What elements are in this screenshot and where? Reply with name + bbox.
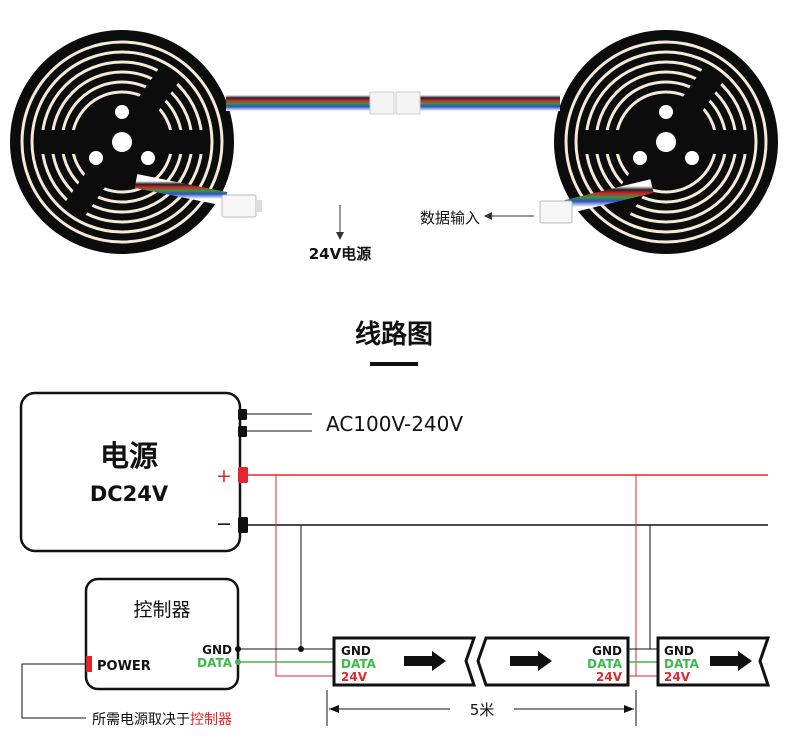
arrow-right-icon <box>510 651 552 671</box>
arrow-right-icon <box>710 651 752 671</box>
controller-power-label: POWER <box>97 659 151 674</box>
strip3-v24-label: 24V <box>664 670 691 684</box>
wires <box>21 413 768 719</box>
negative-terminal <box>238 517 248 533</box>
ac-terminal-2 <box>238 426 247 437</box>
positive-terminal <box>238 467 248 483</box>
power-pointer-arrow <box>336 232 344 240</box>
strip1-v24-label: 24V <box>341 670 368 684</box>
power-note-prefix: 所需电源取决于 <box>92 712 190 728</box>
data-input-label: 数据输入 <box>420 209 480 227</box>
data-input-pointer-arrow <box>484 212 492 220</box>
gnd-drop-wire-2 <box>649 525 660 650</box>
v24-drop-wire <box>275 475 336 677</box>
section-title: 线路图 <box>355 319 433 350</box>
controller-gnd-label: GND <box>202 643 232 657</box>
strip2-data-label: DATA <box>587 657 623 671</box>
power-label: 24V电源 <box>309 245 371 263</box>
length-label: 5米 <box>470 701 495 719</box>
strip1-gnd-label: GND <box>341 644 371 658</box>
psu-spec: DC24V <box>90 482 169 506</box>
controller-data-label: DATA <box>197 656 233 670</box>
controller-data-dot <box>235 659 241 665</box>
title-underline <box>370 362 418 366</box>
ribbon-cable <box>226 91 560 115</box>
connector-icon <box>134 174 262 218</box>
strip3-gnd-label: GND <box>664 644 694 658</box>
strip2-v24-label: 24V <box>596 670 623 684</box>
gnd-junction <box>298 646 304 652</box>
controller-title: 控制器 <box>133 599 190 621</box>
positive-sign: + <box>216 465 232 487</box>
power-note-highlight: 控制器 <box>190 712 232 728</box>
psu-title: 电源 <box>100 439 158 473</box>
controller-gnd-dot <box>235 646 241 652</box>
led-strip-segment-2: GND DATA 24V <box>476 636 630 687</box>
led-strip-reel-icon <box>554 30 778 254</box>
power-note: 所需电源取决于控制器 <box>92 712 232 728</box>
length-dimension: 5米 <box>326 690 637 726</box>
arrow-right-icon <box>404 651 446 671</box>
ac-terminal-1 <box>238 409 247 420</box>
strip3-data-label: DATA <box>664 657 700 671</box>
controller-power-port <box>86 656 92 672</box>
led-strip-segment-1: GND DATA 24V <box>332 636 477 687</box>
connector-icon <box>539 179 654 224</box>
controller-power-wire <box>21 663 90 719</box>
controller-box: 控制器 POWER GND DATA <box>84 577 240 691</box>
led-strip-segment-3: GND DATA 24V <box>656 636 771 687</box>
strip2-gnd-label: GND <box>592 644 622 658</box>
power-supply-box: 电源 DC24V + − <box>19 391 248 553</box>
negative-sign: − <box>216 513 232 535</box>
ac-input-label: AC100V-240V <box>326 412 463 436</box>
product-illustration: 24V电源 数据输入 <box>10 30 778 263</box>
led-strip-reel-icon <box>10 30 234 254</box>
v24-drop-wire-2 <box>635 475 660 677</box>
strip1-data-label: DATA <box>341 657 377 671</box>
